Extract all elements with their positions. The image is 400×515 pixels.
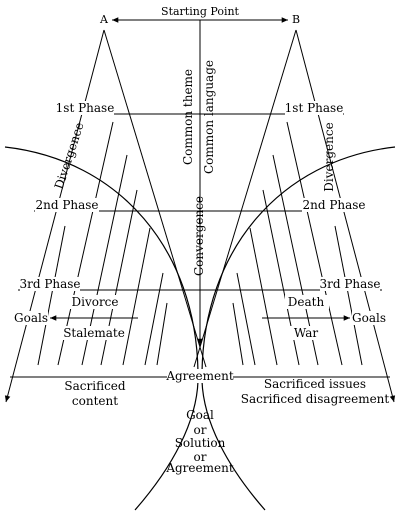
triangle-a-right-edge: [103, 29, 207, 368]
result-line: Goal: [186, 408, 214, 422]
right-hatch-line: [334, 225, 363, 366]
sacrificed-label: Sacrificed: [64, 379, 125, 393]
triangle-a-left-edge: [4, 29, 105, 403]
triangle-b-right-edge: [295, 29, 396, 403]
phase-1-right-label: 1st Phase: [285, 101, 344, 115]
convergence-label: Convergence: [192, 196, 206, 276]
left-hatch-line: [122, 227, 151, 366]
war-label: War: [294, 326, 318, 340]
right-divergence-hatching: [232, 121, 363, 366]
stalemate-label: Stalemate: [63, 326, 125, 340]
common-theme-label: Common theme: [181, 69, 195, 165]
phase-2-right-mask: [302, 198, 366, 212]
right-hatch-line: [286, 121, 343, 366]
sacrificed-disagreement-label: Sacrificed disagreement: [241, 392, 390, 406]
death-mask: [285, 295, 329, 309]
right-divergence-label: Divergence: [322, 122, 336, 191]
left-goals-mask: [14, 311, 48, 325]
phase-3-left-label: 3rd Phase: [19, 277, 80, 291]
left-divergence-label: Divergence: [52, 121, 87, 191]
right-hatch-line: [232, 302, 244, 366]
point-a-label: A: [99, 13, 109, 26]
sacrificed-issues-label: Sacrificed issues: [264, 377, 366, 391]
agreement-mask: [167, 369, 233, 383]
phase-1-right-mask: [285, 101, 343, 115]
right-hatch-line: [236, 272, 256, 366]
right-hatch-line: [249, 227, 278, 366]
result-line: or: [194, 450, 207, 464]
starting-point-mask: [163, 5, 237, 19]
left-hatch-line: [144, 272, 164, 366]
left-hatch-line: [156, 302, 168, 366]
triangle-b-left-edge: [193, 29, 297, 368]
left-hatch-line: [37, 225, 66, 366]
result-line: Agreement: [165, 461, 233, 475]
stalemate-mask: [62, 326, 126, 340]
agreement-label: Agreement: [165, 369, 233, 383]
phase-2-left-label: 2nd Phase: [35, 198, 98, 212]
result-line: Solution: [175, 436, 226, 450]
left-goals-label: Goals: [14, 311, 48, 325]
phase-3-right-mask: [320, 277, 380, 291]
content-label: content: [72, 394, 118, 408]
result-line: or: [194, 423, 207, 437]
right-funnel-curve: [201, 146, 396, 511]
phase-3-left-mask: [20, 277, 80, 291]
phase-2-right-label: 2nd Phase: [302, 198, 365, 212]
phase-1-left-mask: [56, 101, 114, 115]
phase-2-left-mask: [35, 198, 99, 212]
phase-1-left-label: 1st Phase: [56, 101, 115, 115]
common-language-label: Common language: [202, 60, 216, 174]
point-b-label: B: [292, 13, 300, 26]
death-label: Death: [288, 295, 325, 309]
phase-3-right-label: 3rd Phase: [319, 277, 380, 291]
starting-point-label: Starting Point: [161, 5, 240, 18]
right-goals-mask: [352, 311, 386, 325]
divorce-mask: [70, 295, 120, 309]
left-hatch-line: [57, 121, 114, 366]
right-goals-label: Goals: [352, 311, 386, 325]
divorce-label: Divorce: [71, 295, 118, 309]
war-mask: [290, 326, 322, 340]
left-funnel-curve: [4, 146, 199, 511]
